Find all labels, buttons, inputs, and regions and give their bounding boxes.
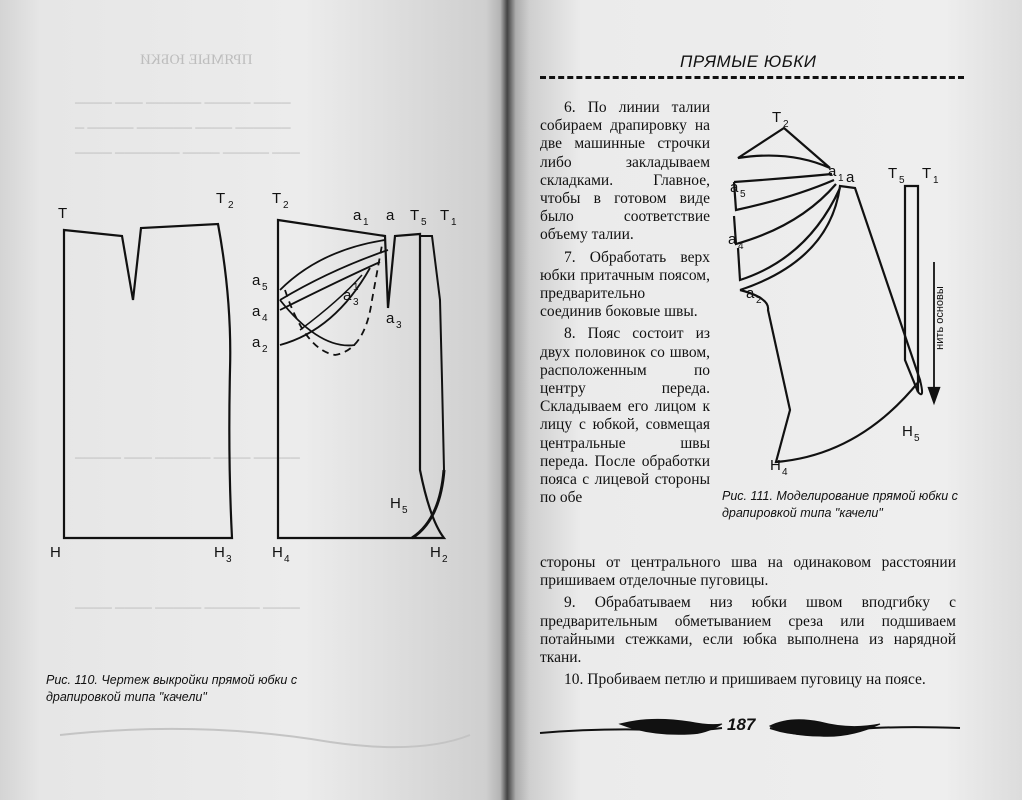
label-T2: Т: [772, 109, 781, 126]
svg-text:5: 5: [262, 282, 268, 293]
label-a2: а: [252, 334, 261, 351]
label-a3: а: [386, 310, 395, 327]
label-T1: Т: [440, 207, 449, 224]
figure-111-drawing: [732, 126, 941, 464]
label-H5: Н: [902, 423, 913, 440]
label-a: а: [846, 169, 855, 186]
svg-text:2: 2: [756, 295, 762, 306]
book-gutter: [500, 0, 516, 800]
label-T2-right: Т: [272, 190, 281, 207]
label-a: а: [386, 207, 395, 224]
label-H4: Н: [770, 457, 781, 474]
paragraph-10: 10. Пробиваем петлю и пришиваем пуговицу…: [564, 671, 926, 689]
svg-text:3: 3: [353, 297, 359, 308]
svg-text:5: 5: [421, 217, 427, 228]
right-page: [509, 0, 1022, 800]
svg-text:4: 4: [284, 554, 290, 565]
label-T5: Т: [888, 165, 897, 182]
label-H4: Н: [272, 544, 283, 561]
svg-text:1: 1: [363, 217, 369, 228]
label-H2: Н: [430, 544, 441, 561]
paragraph-6: 6. По линии талии собираем драпировку на…: [540, 99, 710, 244]
svg-text:4: 4: [782, 467, 788, 478]
running-header: ПРЯМЫЕ ЮБКИ: [540, 52, 964, 82]
svg-text:2: 2: [283, 200, 289, 211]
figure-110-draped-panel: [276, 218, 447, 540]
svg-text:1: 1: [933, 175, 939, 186]
figure-110-labels: Т Т 2 Н Н 3 Т 2 а 1 а Т 5 Т 1 а 5 а 4 а …: [50, 190, 457, 565]
figure-111-labels: Т 2 а 5 а 1 а Т 5 Т 1 а 4 а 2 Н 5 Н 4: [728, 109, 939, 478]
paragraph-7: 7. Обработать верх юбки притачным поясом…: [540, 248, 710, 321]
label-H: Н: [50, 544, 61, 561]
svg-text:4: 4: [262, 313, 268, 324]
left-footer-swash: [59, 727, 471, 749]
svg-text:3: 3: [396, 320, 402, 331]
label-T5: Т: [410, 207, 419, 224]
label-a1: а: [353, 207, 362, 224]
label-T: Т: [58, 205, 67, 222]
text-column-narrow: 6. По линии талии собираем драпировку на…: [540, 99, 710, 511]
svg-text:5: 5: [899, 175, 905, 186]
svg-text:5: 5: [402, 505, 408, 516]
svg-text:4: 4: [738, 241, 744, 252]
svg-text:1: 1: [451, 217, 457, 228]
label-H5: Н: [390, 495, 401, 512]
label-a3-1: а: [343, 287, 352, 304]
svg-text:2: 2: [262, 344, 268, 355]
label-a4: а: [728, 231, 737, 248]
label-T2: Т: [216, 190, 225, 207]
paragraph-9: 9. Обрабатываем низ юбки швом вподгибку …: [540, 594, 956, 667]
svg-text:2: 2: [228, 200, 234, 211]
svg-text:5: 5: [914, 433, 920, 444]
figure-110-front-panel: [62, 222, 234, 540]
svg-text:2: 2: [442, 554, 448, 565]
grain-line-label: нить основы: [934, 286, 946, 350]
svg-text:2: 2: [783, 119, 789, 130]
footer-ornament: [539, 718, 961, 737]
svg-text:3: 3: [226, 554, 232, 565]
label-a4: а: [252, 303, 261, 320]
figure-110-caption: Рис. 110. Чертеж выкройки прямой юбки с …: [46, 673, 298, 704]
page-number: 187: [727, 715, 756, 734]
label-H3: Н: [214, 544, 225, 561]
left-page: ПРЯМЫЕ ЮБКИ ──── ───── ────── ─── ──── ─…: [0, 0, 506, 800]
paragraph-8: 8. Пояс состоит из двух половинок со шво…: [540, 325, 710, 507]
label-a5: а: [730, 179, 739, 196]
svg-text:5: 5: [740, 189, 746, 200]
paragraph-8-continued: стороны от центрального шва на одинаково…: [540, 554, 956, 590]
label-a5: а: [252, 272, 261, 289]
figure-111-caption: Рис. 111. Моделирование прямой юбки с др…: [722, 489, 958, 520]
svg-text:1: 1: [353, 282, 359, 293]
svg-text:1: 1: [838, 173, 844, 184]
label-T1: Т: [922, 165, 931, 182]
header-rule: [540, 76, 964, 79]
label-a2: а: [746, 285, 755, 302]
label-a1: а: [828, 163, 837, 180]
running-header-title: ПРЯМЫЕ ЮБКИ: [680, 52, 817, 71]
text-column-full: стороны от центрального шва на одинаково…: [540, 554, 956, 693]
